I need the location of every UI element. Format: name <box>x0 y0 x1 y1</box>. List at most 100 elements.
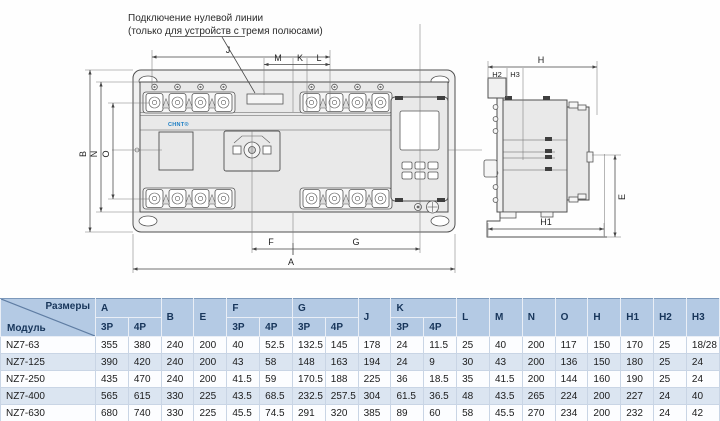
annotation-leader-line <box>221 36 256 94</box>
dimension-value: 36 <box>390 370 425 388</box>
dim-label-j: J <box>226 45 231 55</box>
dimension-value: 257.5 <box>324 387 359 405</box>
dimension-value: 45.5 <box>226 404 261 421</box>
dimension-value: 40 <box>685 387 720 405</box>
dimension-value: 163 <box>324 353 359 371</box>
dimension-value: 234 <box>554 404 589 421</box>
dim-label-o: O <box>101 150 111 157</box>
dimension-value: 160 <box>587 370 622 388</box>
dim-label-a: A <box>288 257 294 267</box>
dim-label-g: G <box>352 237 359 247</box>
dimension-value: 43 <box>226 353 261 371</box>
dimension-value: 200 <box>193 353 228 371</box>
dim-label-h1: H1 <box>540 217 552 227</box>
annotation-line1: Подключение нулевой линии <box>128 13 263 24</box>
dim-label-h: H <box>538 55 545 65</box>
dimension-value: 25 <box>456 336 490 354</box>
dimension-value: 150 <box>587 353 622 371</box>
side-latch <box>483 159 498 178</box>
side-body <box>502 99 568 213</box>
dimension-value: 232 <box>620 404 655 421</box>
dimension-value: 89 <box>390 404 425 421</box>
dimension-value: 40 <box>226 336 261 354</box>
corner-label-sizes: Размеры <box>45 301 90 312</box>
neutral-line-annotation: Подключение нулевой линии (только для ус… <box>128 13 323 94</box>
terminal-group-bottom-left <box>142 187 236 210</box>
diagonal-divider <box>1 299 95 336</box>
plate-profile <box>496 97 504 213</box>
dimension-value: 148 <box>291 353 326 371</box>
dimension-value: 435 <box>95 370 129 388</box>
col-subheader-a-4p: 4P <box>127 317 162 337</box>
mounting-hole <box>430 215 450 227</box>
dimension-value: 58 <box>259 353 293 371</box>
dimension-value: 11.5 <box>423 336 458 354</box>
dimension-value: 740 <box>127 404 162 421</box>
dimension-value: 200 <box>587 387 622 405</box>
dim-label-e: E <box>617 194 627 200</box>
terminal-group-top-right <box>299 91 393 114</box>
dimension-value: 41.5 <box>226 370 261 388</box>
dimension-value: 615 <box>127 387 162 405</box>
dimension-value: 320 <box>324 404 359 421</box>
dimension-value: 45.5 <box>488 404 523 421</box>
dimension-value: 48 <box>456 387 490 405</box>
col-subheader-f-4p: 4P <box>259 317 293 337</box>
module-name: NZ7-630 <box>0 404 96 421</box>
dimension-value: 145 <box>324 336 359 354</box>
dim-label-l: L <box>316 53 321 63</box>
side-view-dimensions: H H2 H3 H1 E <box>487 55 627 238</box>
dimension-value: 380 <box>127 336 162 354</box>
side-view <box>483 77 607 238</box>
col-header-f: F <box>226 298 293 318</box>
dimension-value: 30 <box>456 353 490 371</box>
col-header-j: J <box>357 298 392 337</box>
terminal-group-top-left <box>142 91 236 114</box>
dimension-value: 60 <box>423 404 458 421</box>
dimension-value: 200 <box>193 370 228 388</box>
controller-module <box>390 96 449 202</box>
dim-label-n: N <box>89 151 99 158</box>
dimension-value: 227 <box>620 387 655 405</box>
dimension-value: 59 <box>259 370 293 388</box>
dimension-value: 304 <box>357 387 392 405</box>
dimension-value: 265 <box>521 387 556 405</box>
col-header-o: O <box>554 298 589 337</box>
indicator-window <box>158 131 194 171</box>
col-header-g: G <box>291 298 359 318</box>
dimension-value: 18.5 <box>423 370 458 388</box>
dimension-value: 24 <box>685 370 720 388</box>
dimension-value: 420 <box>127 353 162 371</box>
annotation-line2: (только для устройств с тремя полюсами) <box>128 26 323 37</box>
dimension-value: 190 <box>620 370 655 388</box>
corner-header-cell: Размеры Модуль <box>0 298 96 337</box>
dimension-value: 25 <box>653 353 687 371</box>
dimension-value: 180 <box>620 353 655 371</box>
col-header-l: L <box>456 298 490 337</box>
dimension-value: 232.5 <box>291 387 326 405</box>
dimension-value: 24 <box>390 336 425 354</box>
dimension-value: 9 <box>423 353 458 371</box>
dimension-value: 188 <box>324 370 359 388</box>
technical-drawing: CHNT® <box>78 13 627 273</box>
table-header: Размеры Модуль A B E F G J K L M N O H H… <box>0 298 720 337</box>
mounting-foot <box>486 212 607 238</box>
col-subheader-g-4p: 4P <box>324 317 359 337</box>
dimension-value: 224 <box>554 387 589 405</box>
col-subheader-a-3p: 3P <box>95 317 129 337</box>
col-header-n: N <box>521 298 556 337</box>
dimension-value: 291 <box>291 404 326 421</box>
dimension-value: 680 <box>95 404 129 421</box>
chint-logo: CHNT® <box>168 121 189 128</box>
col-subheader-k-3p: 3P <box>390 317 425 337</box>
dimension-value: 58 <box>456 404 490 421</box>
dimension-value: 24 <box>390 353 425 371</box>
dimension-value: 225 <box>357 370 392 388</box>
dimension-value: 41.5 <box>488 370 523 388</box>
dimension-value: 35 <box>456 370 490 388</box>
dimension-value: 61.5 <box>390 387 425 405</box>
